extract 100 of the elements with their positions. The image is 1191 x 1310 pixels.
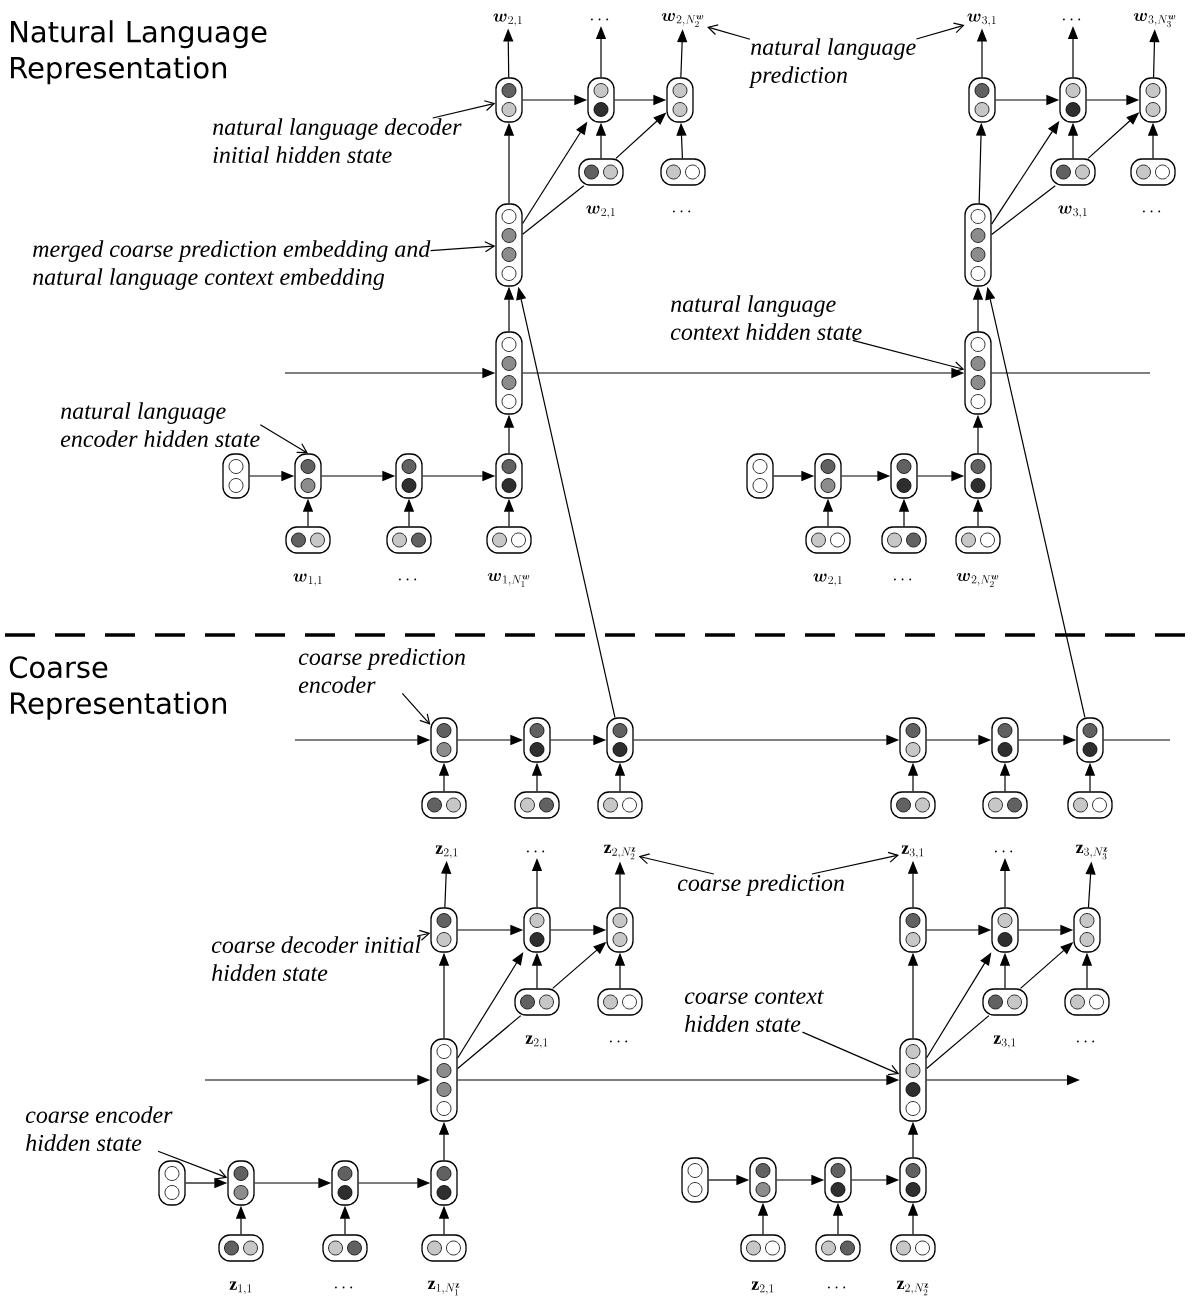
annotation-text: coarse prediction bbox=[677, 874, 844, 896]
cell-capsule bbox=[1139, 77, 1167, 123]
annotation-text: natural language decoder initial hidden state bbox=[213, 118, 462, 164]
leader-arrow bbox=[915, 22, 965, 40]
cell-capsule bbox=[964, 203, 992, 287]
cell-capsule bbox=[495, 203, 523, 287]
cell-capsule bbox=[227, 1160, 255, 1206]
cell-capsule bbox=[523, 717, 551, 763]
leader-arrow bbox=[852, 339, 965, 373]
annotation-text: natural language context hidden state bbox=[670, 295, 862, 341]
variable-label: $\cdots$ bbox=[1062, 18, 1081, 21]
variable-label: $\cdots$ bbox=[334, 1286, 353, 1289]
cell-capsule bbox=[495, 331, 523, 415]
leader-arrow bbox=[801, 1031, 900, 1076]
cell-capsule bbox=[899, 1038, 927, 1122]
leader-arrow bbox=[259, 424, 308, 454]
cell-capsule bbox=[666, 77, 694, 123]
variable-label: $\boldsymbol{w}_{3,N_3^{\boldsymbol{w}}}$ bbox=[1133, 12, 1176, 28]
cell-capsule bbox=[899, 717, 927, 763]
annotation-text: coarse encoder hidden state bbox=[25, 1106, 173, 1152]
variable-label: $\mathbf{z}_{3,1}$ bbox=[993, 1035, 1016, 1049]
cell-capsule bbox=[749, 1157, 777, 1203]
variable-label: $\boldsymbol{w}_{1,1}$ bbox=[293, 573, 322, 587]
variable-label: $\boldsymbol{w}_{1,N_1^{\boldsymbol{w}}}$ bbox=[487, 572, 530, 587]
cell-capsule bbox=[982, 791, 1028, 819]
variable-label: $\mathbf{z}_{2,1}$ bbox=[435, 845, 458, 859]
annotation-text: merged coarse prediction embedding and natural language context embedding bbox=[33, 240, 431, 290]
section-heading: Coarse Representation bbox=[9, 656, 226, 720]
variable-label: $\mathbf{z}_{2,1}$ bbox=[751, 1281, 774, 1295]
variable-label: $\cdots$ bbox=[1076, 1040, 1095, 1043]
cell-capsule bbox=[890, 791, 936, 819]
variable-label: $\mathbf{z}_{3,N_3^{\mathbf{z}}}$ bbox=[1075, 844, 1108, 860]
cell-capsule bbox=[1073, 907, 1101, 953]
variable-label: $\cdots$ bbox=[590, 18, 609, 21]
cell-capsule bbox=[681, 1157, 709, 1203]
variable-label: $\mathbf{z}_{3,1}$ bbox=[901, 845, 924, 859]
leader-arrow bbox=[401, 692, 431, 725]
variable-label: $\mathbf{z}_{1,N_1^{\mathbf{z}}}$ bbox=[427, 1280, 460, 1296]
variable-label: $\cdots$ bbox=[994, 850, 1013, 853]
connector-line bbox=[991, 185, 1056, 236]
cell-capsule bbox=[331, 1160, 359, 1206]
variable-label: $\boldsymbol{w}_{2,N_2^{\boldsymbol{w}}}$ bbox=[661, 12, 704, 27]
leader-arrow bbox=[638, 853, 715, 875]
cell-capsule bbox=[1076, 717, 1104, 763]
cell-capsule bbox=[421, 791, 467, 819]
cell-capsule bbox=[158, 1160, 186, 1206]
arrow bbox=[457, 952, 524, 1059]
annotation-text: coarse context hidden state bbox=[684, 990, 824, 1032]
leader-arrow bbox=[416, 929, 431, 941]
leader-arrow bbox=[811, 851, 900, 875]
cell-capsule bbox=[1059, 77, 1087, 123]
leader-arrow bbox=[429, 241, 496, 253]
leader-arrow bbox=[157, 1150, 228, 1180]
cell-capsule bbox=[430, 907, 458, 953]
section-heading: Natural Language Representation bbox=[11, 20, 267, 85]
cell-capsule bbox=[746, 453, 774, 499]
annotation-text: coarse prediction encoder bbox=[298, 648, 465, 694]
variable-label: $\mathbf{z}_{2,N_2^{\mathbf{z}}}$ bbox=[603, 844, 636, 860]
cell-capsule bbox=[514, 791, 560, 819]
cell-capsule bbox=[964, 331, 992, 415]
cell-capsule bbox=[899, 907, 927, 953]
connector-line bbox=[457, 1015, 522, 1070]
variable-label: $\boldsymbol{w}_{2,N_2^{\boldsymbol{w}}}$ bbox=[956, 572, 999, 587]
variable-label: $\cdots$ bbox=[672, 210, 691, 213]
variable-label: $\boldsymbol{w}_{3,1}$ bbox=[967, 13, 996, 27]
cell-capsule bbox=[968, 77, 996, 123]
leader-arrow bbox=[707, 24, 751, 40]
connector-line bbox=[522, 185, 585, 235]
cell-capsule bbox=[890, 453, 918, 499]
cell-capsule bbox=[824, 1157, 852, 1203]
leader-arrow bbox=[432, 100, 496, 119]
cell-capsule bbox=[430, 1160, 458, 1206]
variable-label: $\cdots$ bbox=[893, 578, 912, 581]
cell-capsule bbox=[430, 717, 458, 763]
cell-capsule bbox=[587, 77, 615, 123]
variable-label: $\cdots$ bbox=[398, 578, 417, 581]
variable-label: $\boldsymbol{w}_{2,1}$ bbox=[493, 13, 522, 27]
connector-line bbox=[991, 372, 1151, 374]
cell-capsule bbox=[222, 453, 250, 499]
cell-capsule bbox=[606, 717, 634, 763]
annotation-text: coarse decoder initial hidden state bbox=[211, 936, 421, 982]
variable-label: $\cdots$ bbox=[1142, 210, 1161, 213]
annotation-text: natural language encoder hidden state bbox=[60, 402, 260, 448]
variable-label: $\mathbf{z}_{2,N_2^{\mathbf{z}}}$ bbox=[896, 1280, 929, 1296]
cell-capsule bbox=[899, 1157, 927, 1203]
cell-capsule bbox=[606, 907, 634, 953]
variable-label: $\cdots$ bbox=[827, 1286, 846, 1289]
cell-capsule bbox=[523, 907, 551, 953]
variable-label: $\cdots$ bbox=[609, 1040, 628, 1043]
annotation-text: natural language prediction bbox=[748, 38, 916, 88]
variable-label: $\boldsymbol{w}_{2,1}$ bbox=[586, 205, 615, 219]
connector-line bbox=[1103, 739, 1171, 741]
variable-label: $\boldsymbol{w}_{3,1}$ bbox=[1058, 205, 1087, 219]
cell-capsule bbox=[991, 907, 1019, 953]
variable-label: $\mathbf{z}_{2,1}$ bbox=[525, 1035, 548, 1049]
variable-label: $\mathbf{z}_{1,1}$ bbox=[229, 1281, 252, 1295]
cell-capsule bbox=[495, 77, 523, 123]
connector-line bbox=[926, 1015, 990, 1070]
cell-capsule bbox=[814, 453, 842, 499]
cell-capsule bbox=[991, 717, 1019, 763]
